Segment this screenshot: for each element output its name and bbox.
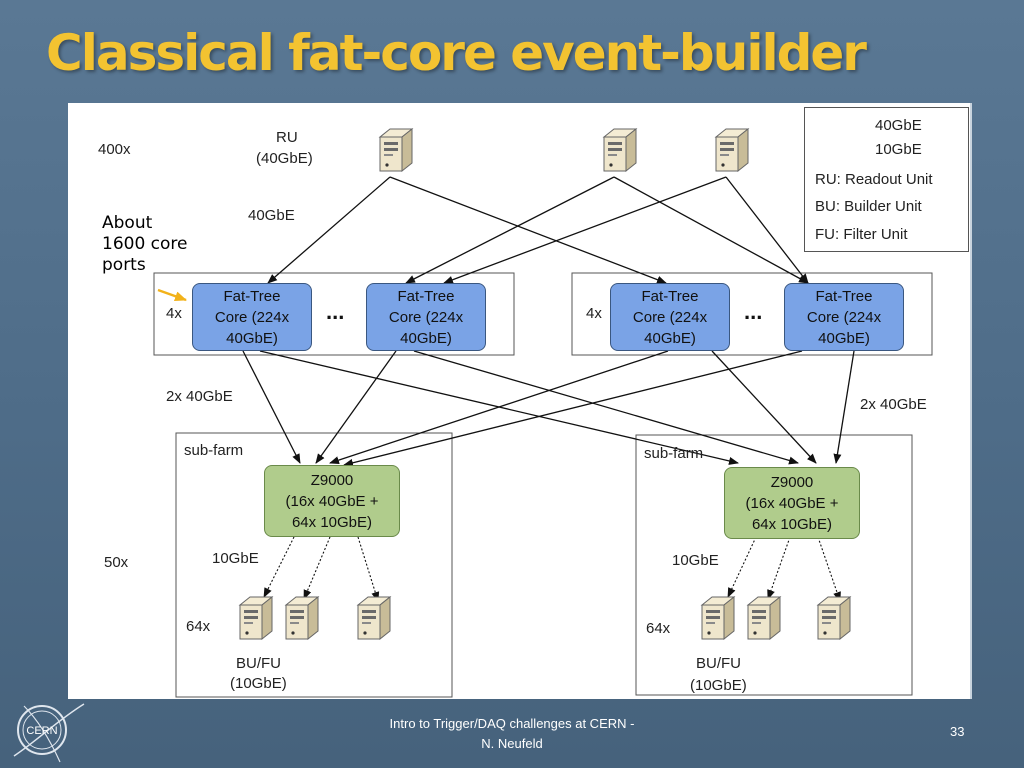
fat-tree-core-2: Fat-Tree Core (224x 40GbE) [366,283,486,351]
ellipsis-left: ... [326,299,345,324]
core-uplink-left-label: 2x 40GbE [166,388,233,405]
subfarm-right-label: sub-farm [644,445,704,462]
z9000-to-bufu-links [263,536,841,602]
page-number: 33 [950,724,965,739]
ru-server-3-icon [715,128,749,172]
bu-link-left-label: 10GbE [212,550,259,567]
legend-bu-label: BU: Builder Unit [815,198,922,215]
fat-tree-core-3-line-3: 40GbE) [644,329,696,347]
bu-link-right-label: 10GbE [672,552,719,569]
diagram-panel: 400x RU (40GbE) 40GbE About 1600 core po… [68,103,972,699]
cern-logo-text: CERN [26,725,57,737]
ru-to-core-links [267,176,809,284]
fat-tree-core-3-line-2: Core (224x [632,308,708,326]
z9000-switch-left: Z9000 (16x 40GbE + 64x 10GbE) [264,465,400,537]
about-line-1: About [102,213,153,233]
subfarm-group-left [175,432,453,698]
bufu-left-label: BU/FU [236,655,281,672]
z9000-left-line-2: (16x 40GbE + [285,492,379,510]
z9000-right-line-2: (16x 40GbE + [745,494,839,512]
ru-speed-label: (40GbE) [256,150,313,167]
fat-tree-core-4: Fat-Tree Core (224x 40GbE) [784,283,904,351]
ellipsis-right: ... [744,299,763,324]
subfarm-left-label: sub-farm [184,442,244,459]
ru-label: RU [276,129,298,146]
footer-line-2: N. Neufeld [481,736,543,751]
fat-tree-core-2-line-1: Fat-Tree [397,287,455,305]
legend-40gbe-label: 40GbE [875,117,922,134]
core-uplink-right-label: 2x 40GbE [860,396,927,413]
bufu-server-left-1-icon [239,596,273,640]
ru-server-1-icon [379,128,413,172]
bufu-server-left-3-icon [357,596,391,640]
connection-lines [153,121,933,698]
z9000-right-line-3: 64x 10GbE) [751,515,833,533]
fat-tree-core-4-line-3: 40GbE) [818,329,870,347]
z9000-left-line-1: Z9000 [310,471,354,489]
highlight-arrow [157,288,187,302]
z9000-left-line-3: 64x 10GbE) [291,513,373,531]
bufu-server-right-2-icon [747,596,781,640]
z9000-right-line-1: Z9000 [770,473,814,491]
about-core-ports-note: About 1600 core ports [102,213,188,276]
ru-multiplicity-label: 400x [98,141,131,158]
z9000-switch-right: Z9000 (16x 40GbE + 64x 10GbE) [724,467,860,539]
fat-tree-core-1-line-2: Core (224x [214,308,290,326]
core-multiplicity-left: 4x [166,305,182,322]
bufu-right-speed-label: (10GbE) [690,677,747,694]
bufu-left-speed-label: (10GbE) [230,675,287,692]
legend-10gbe-label: 10GbE [875,141,922,158]
bufu-right-label: BU/FU [696,655,741,672]
fat-tree-core-2-line-2: Core (224x [388,308,464,326]
cern-logo: CERN [13,703,85,763]
core-group-left [153,272,515,356]
ru-link-label: 40GbE [248,207,295,224]
bufu-server-right-1-icon [701,596,735,640]
subfarm-multiplicity-label: 50x [104,554,129,571]
ru-server-2-icon [603,128,637,172]
about-line-2: 1600 core [102,234,188,254]
fat-tree-core-1: Fat-Tree Core (224x 40GbE) [192,283,312,351]
legend: 40GbE 10GbE RU: Readout Unit BU: Builder… [804,107,969,252]
fat-tree-core-4-line-1: Fat-Tree [815,287,873,305]
bu-multiplicity-right-label: 64x [646,620,671,637]
bu-multiplicity-left-label: 64x [186,618,211,635]
footer-line-1: Intro to Trigger/DAQ challenges at CERN … [389,716,635,731]
core-multiplicity-right: 4x [586,305,602,322]
fat-tree-core-4-line-2: Core (224x [806,308,882,326]
bufu-server-left-2-icon [285,596,319,640]
fat-tree-core-3: Fat-Tree Core (224x 40GbE) [610,283,730,351]
fat-tree-core-1-line-1: Fat-Tree [223,287,281,305]
fat-tree-core-2-line-3: 40GbE) [400,329,452,347]
legend-ru-label: RU: Readout Unit [815,171,933,188]
fat-tree-core-1-line-3: 40GbE) [226,329,278,347]
subfarm-group-right [635,434,913,696]
fat-tree-core-3-line-1: Fat-Tree [641,287,699,305]
footer: Intro to Trigger/DAQ challenges at CERN … [362,714,662,754]
slide-title: Classical fat-core event-builder [46,24,867,82]
about-line-3: ports [102,255,146,275]
legend-fu-label: FU: Filter Unit [815,226,908,243]
core-group-right [571,272,933,356]
core-to-z9000-links [242,350,855,467]
bufu-server-right-3-icon [817,596,851,640]
